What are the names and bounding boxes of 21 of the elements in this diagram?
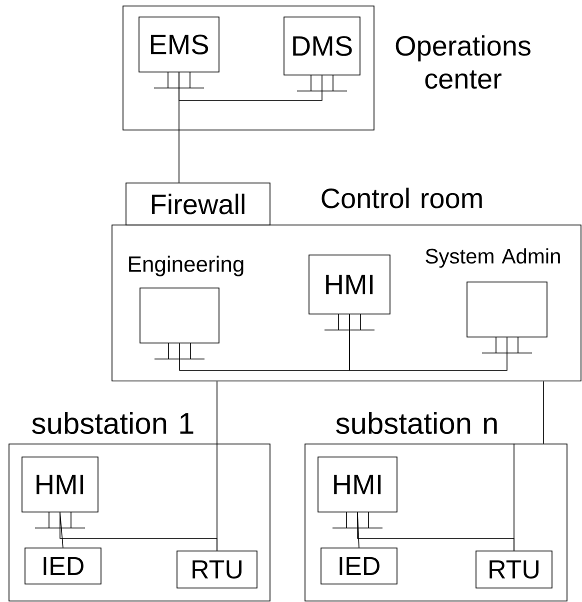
connector-line [543,381,544,444]
connector-line [60,512,218,551]
component-box: IED [24,548,102,584]
component-box: RTU [476,550,552,588]
component-box: RTU [176,550,258,588]
component-box: HMI [318,456,398,512]
connector-line [349,314,508,371]
component-box: IED [320,548,398,584]
component-box: Firewall [126,182,270,226]
heading-label: Engineering [129,256,244,276]
component-box: HMI [308,254,390,314]
connector-line [357,512,514,551]
heading-label: substation 1 [32,412,194,434]
heading-label: substation n [336,412,497,434]
heading-label: System Admin [426,248,560,268]
component-box: EMS [138,16,220,72]
heading-label: Control room [322,188,482,208]
connector-line [178,72,180,183]
component-box: DMS [284,16,360,76]
heading-label: Operations center [396,35,530,89]
component-box: HMI [22,456,98,512]
